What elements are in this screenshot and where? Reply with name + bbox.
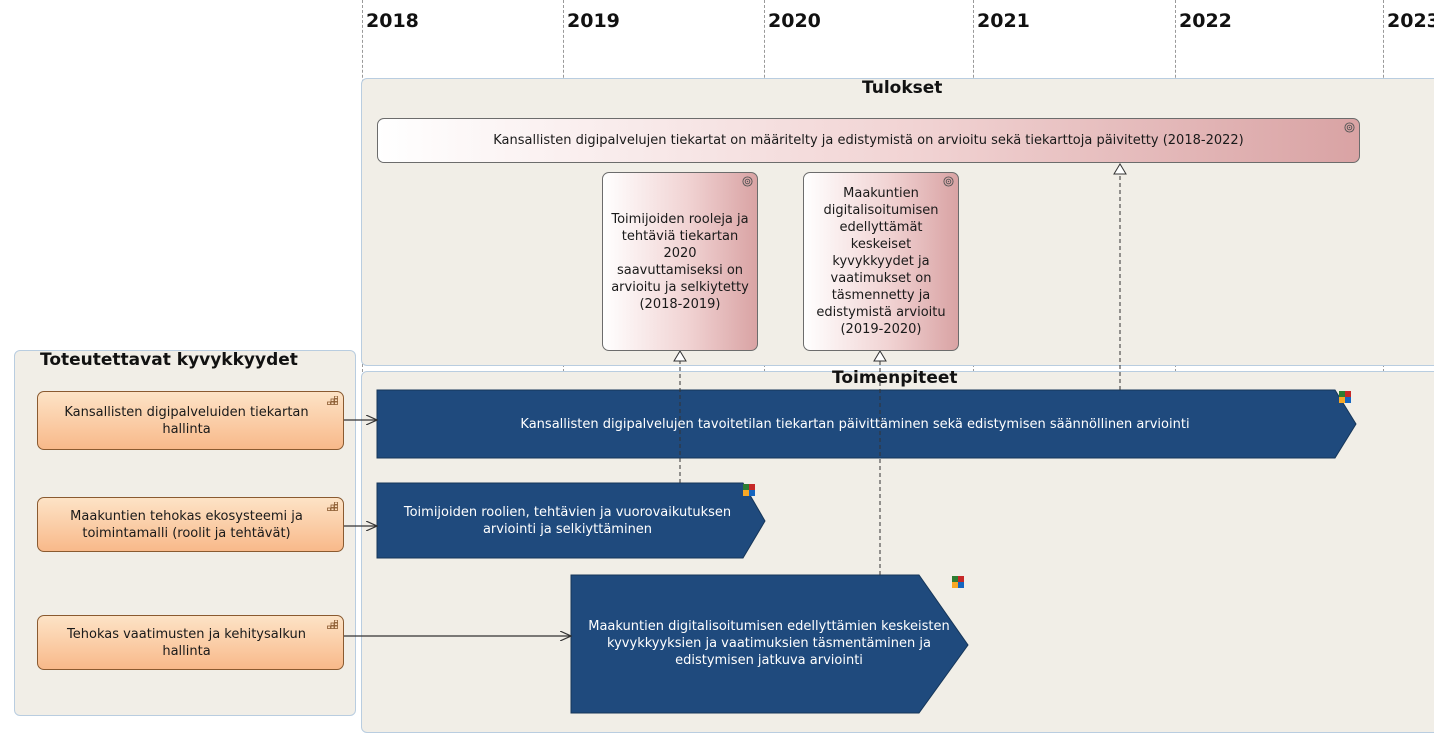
outcome-roadmaps-defined[interactable]: Kansallisten digipalvelujen tiekartat on… <box>377 118 1360 163</box>
outcome-roles-clarified[interactable]: Toimijoiden rooleja ja tehtäviä tiekarta… <box>602 172 758 351</box>
work-package-icon <box>743 484 755 496</box>
capability-grid-icon <box>327 396 338 405</box>
work-package-roadmap-update-label: Kansallisten digipalvelujen tavoitetilan… <box>520 416 1190 432</box>
work-package-icon <box>1339 391 1351 403</box>
year-label-2020: 2020 <box>768 10 821 32</box>
year-label-2023: 2023 <box>1387 10 1434 32</box>
capability-requirements-management[interactable]: Tehokas vaatimusten ja kehitysalkun hall… <box>37 615 344 670</box>
results-panel-title: Tulokset <box>862 78 943 98</box>
outcome-roles-clarified-label: Toimijoiden rooleja ja tehtäviä tiekarta… <box>611 211 749 312</box>
capability-grid-icon <box>327 620 338 629</box>
work-package-roadmap-update[interactable] <box>376 389 1357 459</box>
year-label-2021: 2021 <box>977 10 1030 32</box>
capability-ecosystem-label: Maakuntien tehokas ekosysteemi ja toimin… <box>70 508 303 541</box>
capability-roadmap-management-label: Kansallisten digipalveluiden tiekartan h… <box>64 404 309 437</box>
realization-arrowhead-roadmap <box>1113 163 1127 175</box>
realization-arrowhead-capabilities <box>873 350 887 362</box>
year-label-2022: 2022 <box>1179 10 1232 32</box>
target-icon <box>1344 122 1355 133</box>
target-icon <box>742 176 753 187</box>
actions-panel-title: Toimenpiteet <box>832 368 958 388</box>
capability-roadmap-management[interactable]: Kansallisten digipalveluiden tiekartan h… <box>37 391 344 450</box>
target-icon <box>943 176 954 187</box>
outcome-capabilities-refined-label: Maakuntien digitalisoitumisen edellyttäm… <box>816 186 946 337</box>
work-package-roles-assessment[interactable] <box>376 482 766 559</box>
outcome-roadmaps-defined-label: Kansallisten digipalvelujen tiekartat on… <box>493 133 1244 148</box>
work-package-icon <box>952 576 964 588</box>
outcome-capabilities-refined[interactable]: Maakuntien digitalisoitumisen edellyttäm… <box>803 172 959 351</box>
capability-grid-icon <box>327 502 338 511</box>
year-label-2019: 2019 <box>567 10 620 32</box>
work-package-roles-assessment-label: Toimijoiden roolien, tehtävien ja vuorov… <box>403 505 732 537</box>
capability-ecosystem[interactable]: Maakuntien tehokas ekosysteemi ja toimin… <box>37 497 344 552</box>
work-package-capability-refinement[interactable] <box>570 574 969 714</box>
year-label-2018: 2018 <box>366 10 419 32</box>
capability-requirements-management-label: Tehokas vaatimusten ja kehitysalkun hall… <box>67 626 306 659</box>
work-package-capability-refinement-label: Maakuntien digitalisoitumisen edellyttäm… <box>588 618 950 668</box>
realization-arrowhead-roles <box>673 350 687 362</box>
capabilities-panel-title: Toteutettavat kyvykkyydet <box>40 350 298 370</box>
